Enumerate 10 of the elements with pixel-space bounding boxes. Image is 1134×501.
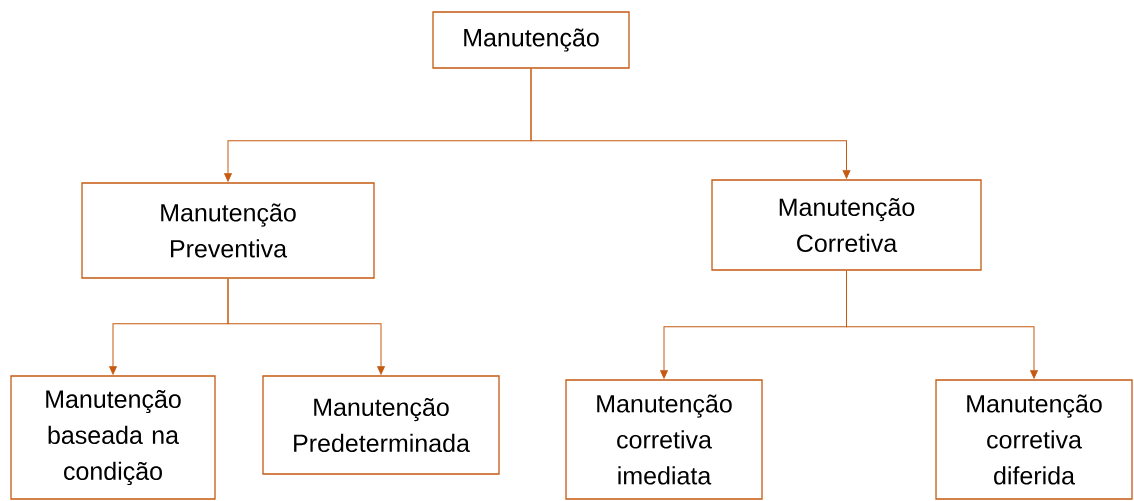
box: Manutenção Preventiva (81, 182, 375, 279)
box: Manutenção baseada na condição (10, 375, 216, 500)
box: Manutenção (432, 11, 630, 69)
box: Manutenção Predeterminada (262, 375, 500, 475)
box: Manutenção corretiva diferida (935, 379, 1133, 500)
box: Manutenção Corretiva (711, 179, 982, 271)
arrow (846, 270, 1038, 379)
arrow (530, 68, 851, 179)
arrow (227, 278, 385, 375)
box: Manutenção corretiva imediata (565, 379, 763, 500)
